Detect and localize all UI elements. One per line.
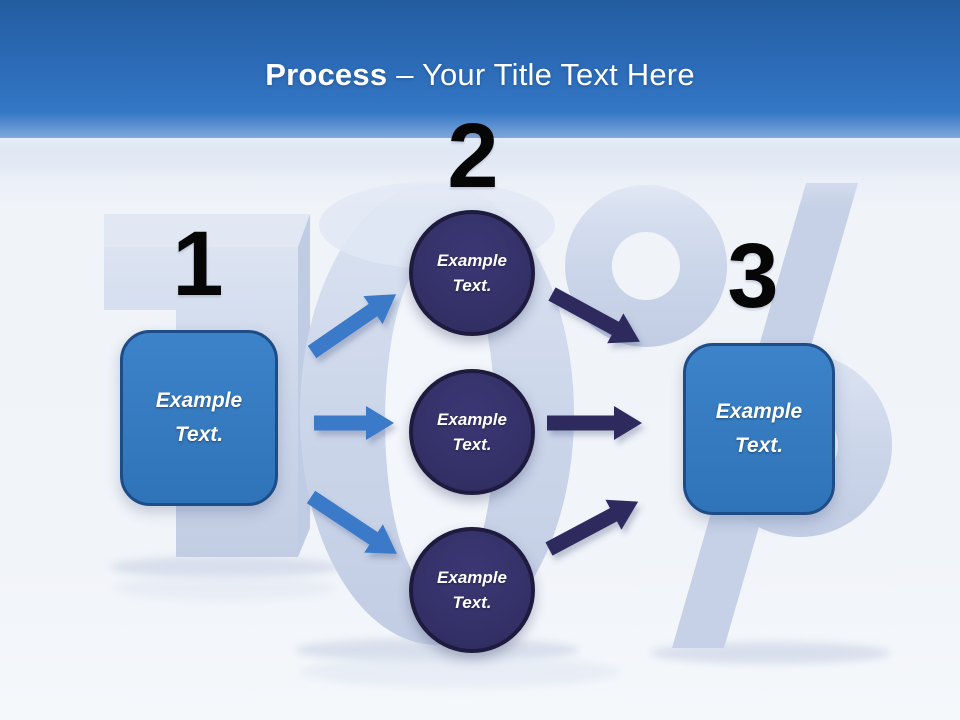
horizon-haze	[0, 138, 960, 208]
step-number-2: 2	[447, 105, 499, 207]
slide-title-rest: – Your Title Text Here	[396, 57, 695, 92]
right-process-box: Example Text.	[683, 343, 835, 515]
arrow-right-top	[548, 287, 640, 344]
circle-node-middle: Example Text.	[409, 369, 535, 495]
digit-shadows	[110, 556, 890, 688]
circle-node-bottom-label: Example Text.	[437, 567, 507, 613]
step-number-1: 1	[172, 213, 224, 315]
left-process-box-label: Example Text.	[155, 389, 243, 446]
right-process-box-label: Example Text.	[715, 400, 803, 457]
slide-title: Process – Your Title Text Here	[0, 52, 960, 98]
circle-node-middle-label: Example Text.	[437, 409, 507, 455]
slide-title-bold: Process	[265, 57, 388, 92]
circle-node-bottom: Example Text.	[409, 527, 535, 653]
circle-node-top: Example Text.	[409, 210, 535, 336]
left-process-box: Example Text.	[120, 330, 278, 506]
arrow-right-bottom	[545, 499, 639, 556]
arrow-left-bottom	[306, 490, 397, 554]
arrow-left-top	[307, 294, 397, 359]
arrow-left-middle	[314, 406, 394, 440]
arrow-right-middle	[547, 406, 642, 440]
step-number-3: 3	[727, 225, 779, 327]
circle-node-top-label: Example Text.	[437, 250, 507, 296]
